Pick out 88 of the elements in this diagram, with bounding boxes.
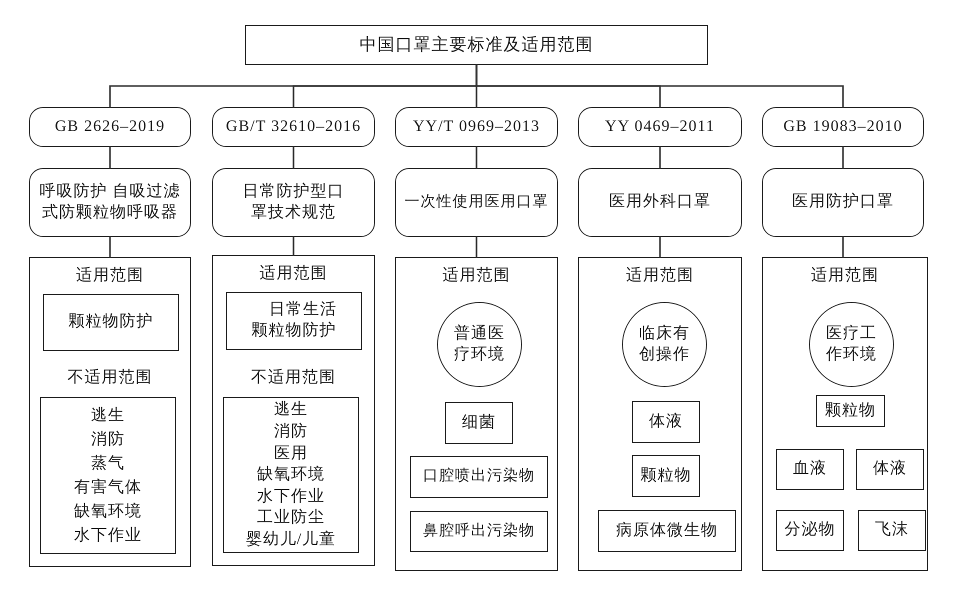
scope-panel (762, 257, 928, 571)
connector-line (842, 147, 844, 168)
section-heading: 不适用范围 (66, 368, 154, 388)
connector-line (109, 147, 111, 168)
scope-panel (212, 255, 375, 566)
section-heading: 不适用范围 (250, 368, 337, 388)
scope-box (598, 510, 736, 552)
box-label: 日常生活颗粒物防护 (250, 300, 338, 341)
list-item: 逃生 (91, 406, 125, 426)
list-item: 婴幼儿/儿童 (246, 530, 336, 550)
scope-panel (29, 257, 191, 567)
list-item: 蒸气 (91, 454, 125, 474)
list-item: 工业防尘 (257, 508, 325, 528)
connector-line (659, 147, 661, 168)
box-label: 普通医疗环境 (452, 324, 506, 364)
name-box (212, 168, 375, 237)
box-label: 体液 (649, 412, 683, 432)
scope-box (40, 397, 176, 554)
scope-box (445, 402, 513, 444)
standard-box (29, 107, 191, 147)
list-item: 水下作业 (257, 486, 325, 507)
list-item: 逃生 (274, 400, 308, 420)
scope-box (632, 455, 700, 497)
section-heading: 适用范围 (258, 264, 328, 284)
box-label: 病原体微生物 (616, 520, 718, 541)
box-label: 颗粒物防护 (68, 312, 154, 332)
box-label: GB 2626–2019 (54, 116, 166, 137)
box-label: 医用外科口罩 (609, 192, 711, 212)
box-label: 颗粒物 (640, 466, 692, 486)
list-item: 消防 (274, 422, 308, 442)
connector-line (292, 237, 294, 255)
box-label: 一次性使用医用口罩 (404, 192, 548, 212)
list-item: 医用 (274, 444, 308, 464)
scope-box (43, 294, 179, 351)
box-label: 口腔喷出污染物 (423, 467, 535, 486)
box-label: 血液 (793, 459, 827, 480)
name-box (29, 168, 191, 237)
list-item: 缺氧环境 (257, 464, 325, 486)
section-heading: 适用范围 (810, 266, 880, 286)
scope-box (858, 510, 926, 551)
box-label: 体液 (873, 459, 907, 480)
connector-line (109, 237, 111, 257)
title-box (245, 25, 708, 65)
connector-line (842, 237, 844, 257)
scope-panel (578, 257, 742, 571)
scope-box (776, 510, 844, 551)
box-label: YY 0469–2011 (605, 116, 715, 137)
standard-box (578, 107, 742, 147)
connector-line (476, 237, 478, 257)
list-item: 有害气体 (74, 478, 142, 498)
box-label: 颗粒物 (825, 400, 876, 421)
standard-box (762, 107, 924, 147)
box-label: 医疗工作环境 (824, 324, 878, 364)
scope-box (776, 449, 844, 490)
scope-box (632, 401, 700, 443)
box-label: 分泌物 (784, 520, 836, 540)
name-box (762, 168, 924, 237)
scope-panel (395, 257, 558, 571)
scope-box (226, 292, 362, 350)
box-label: 医用防护口罩 (792, 192, 894, 212)
connector-line (659, 237, 661, 257)
connector-line (476, 147, 478, 168)
standard-box (395, 107, 558, 147)
connector-line (292, 147, 294, 168)
scope-box (223, 397, 359, 553)
section-heading: 适用范围 (75, 266, 145, 286)
box-label: 呼吸防护 自吸过滤式防颗粒物呼吸器 (38, 182, 182, 222)
section-heading: 适用范围 (442, 266, 512, 286)
box-label: 飞沫 (875, 520, 909, 540)
scope-box (410, 456, 548, 498)
list-item: 水下作业 (74, 526, 142, 546)
name-box (578, 168, 742, 237)
box-label: 临床有创操作 (638, 324, 691, 364)
list-item: 缺氧环境 (74, 502, 142, 522)
section-heading: 适用范围 (625, 266, 695, 286)
box-label: GB 19083–2010 (783, 116, 903, 137)
box-label: 中国口罩主要标准及适用范围 (360, 34, 594, 56)
standard-box (212, 107, 375, 147)
box-label: 细菌 (462, 412, 496, 433)
box-label: GB/T 32610–2016 (226, 116, 362, 137)
scope-box (856, 449, 924, 490)
box-label: 鼻腔呼出污染物 (423, 522, 535, 541)
box-label: 日常防护型口罩技术规范 (242, 182, 346, 222)
box-label: YY/T 0969–2013 (412, 116, 540, 137)
list-item: 消防 (91, 430, 125, 450)
name-box (395, 168, 558, 237)
scope-box (410, 511, 548, 552)
scope-box (816, 395, 885, 427)
